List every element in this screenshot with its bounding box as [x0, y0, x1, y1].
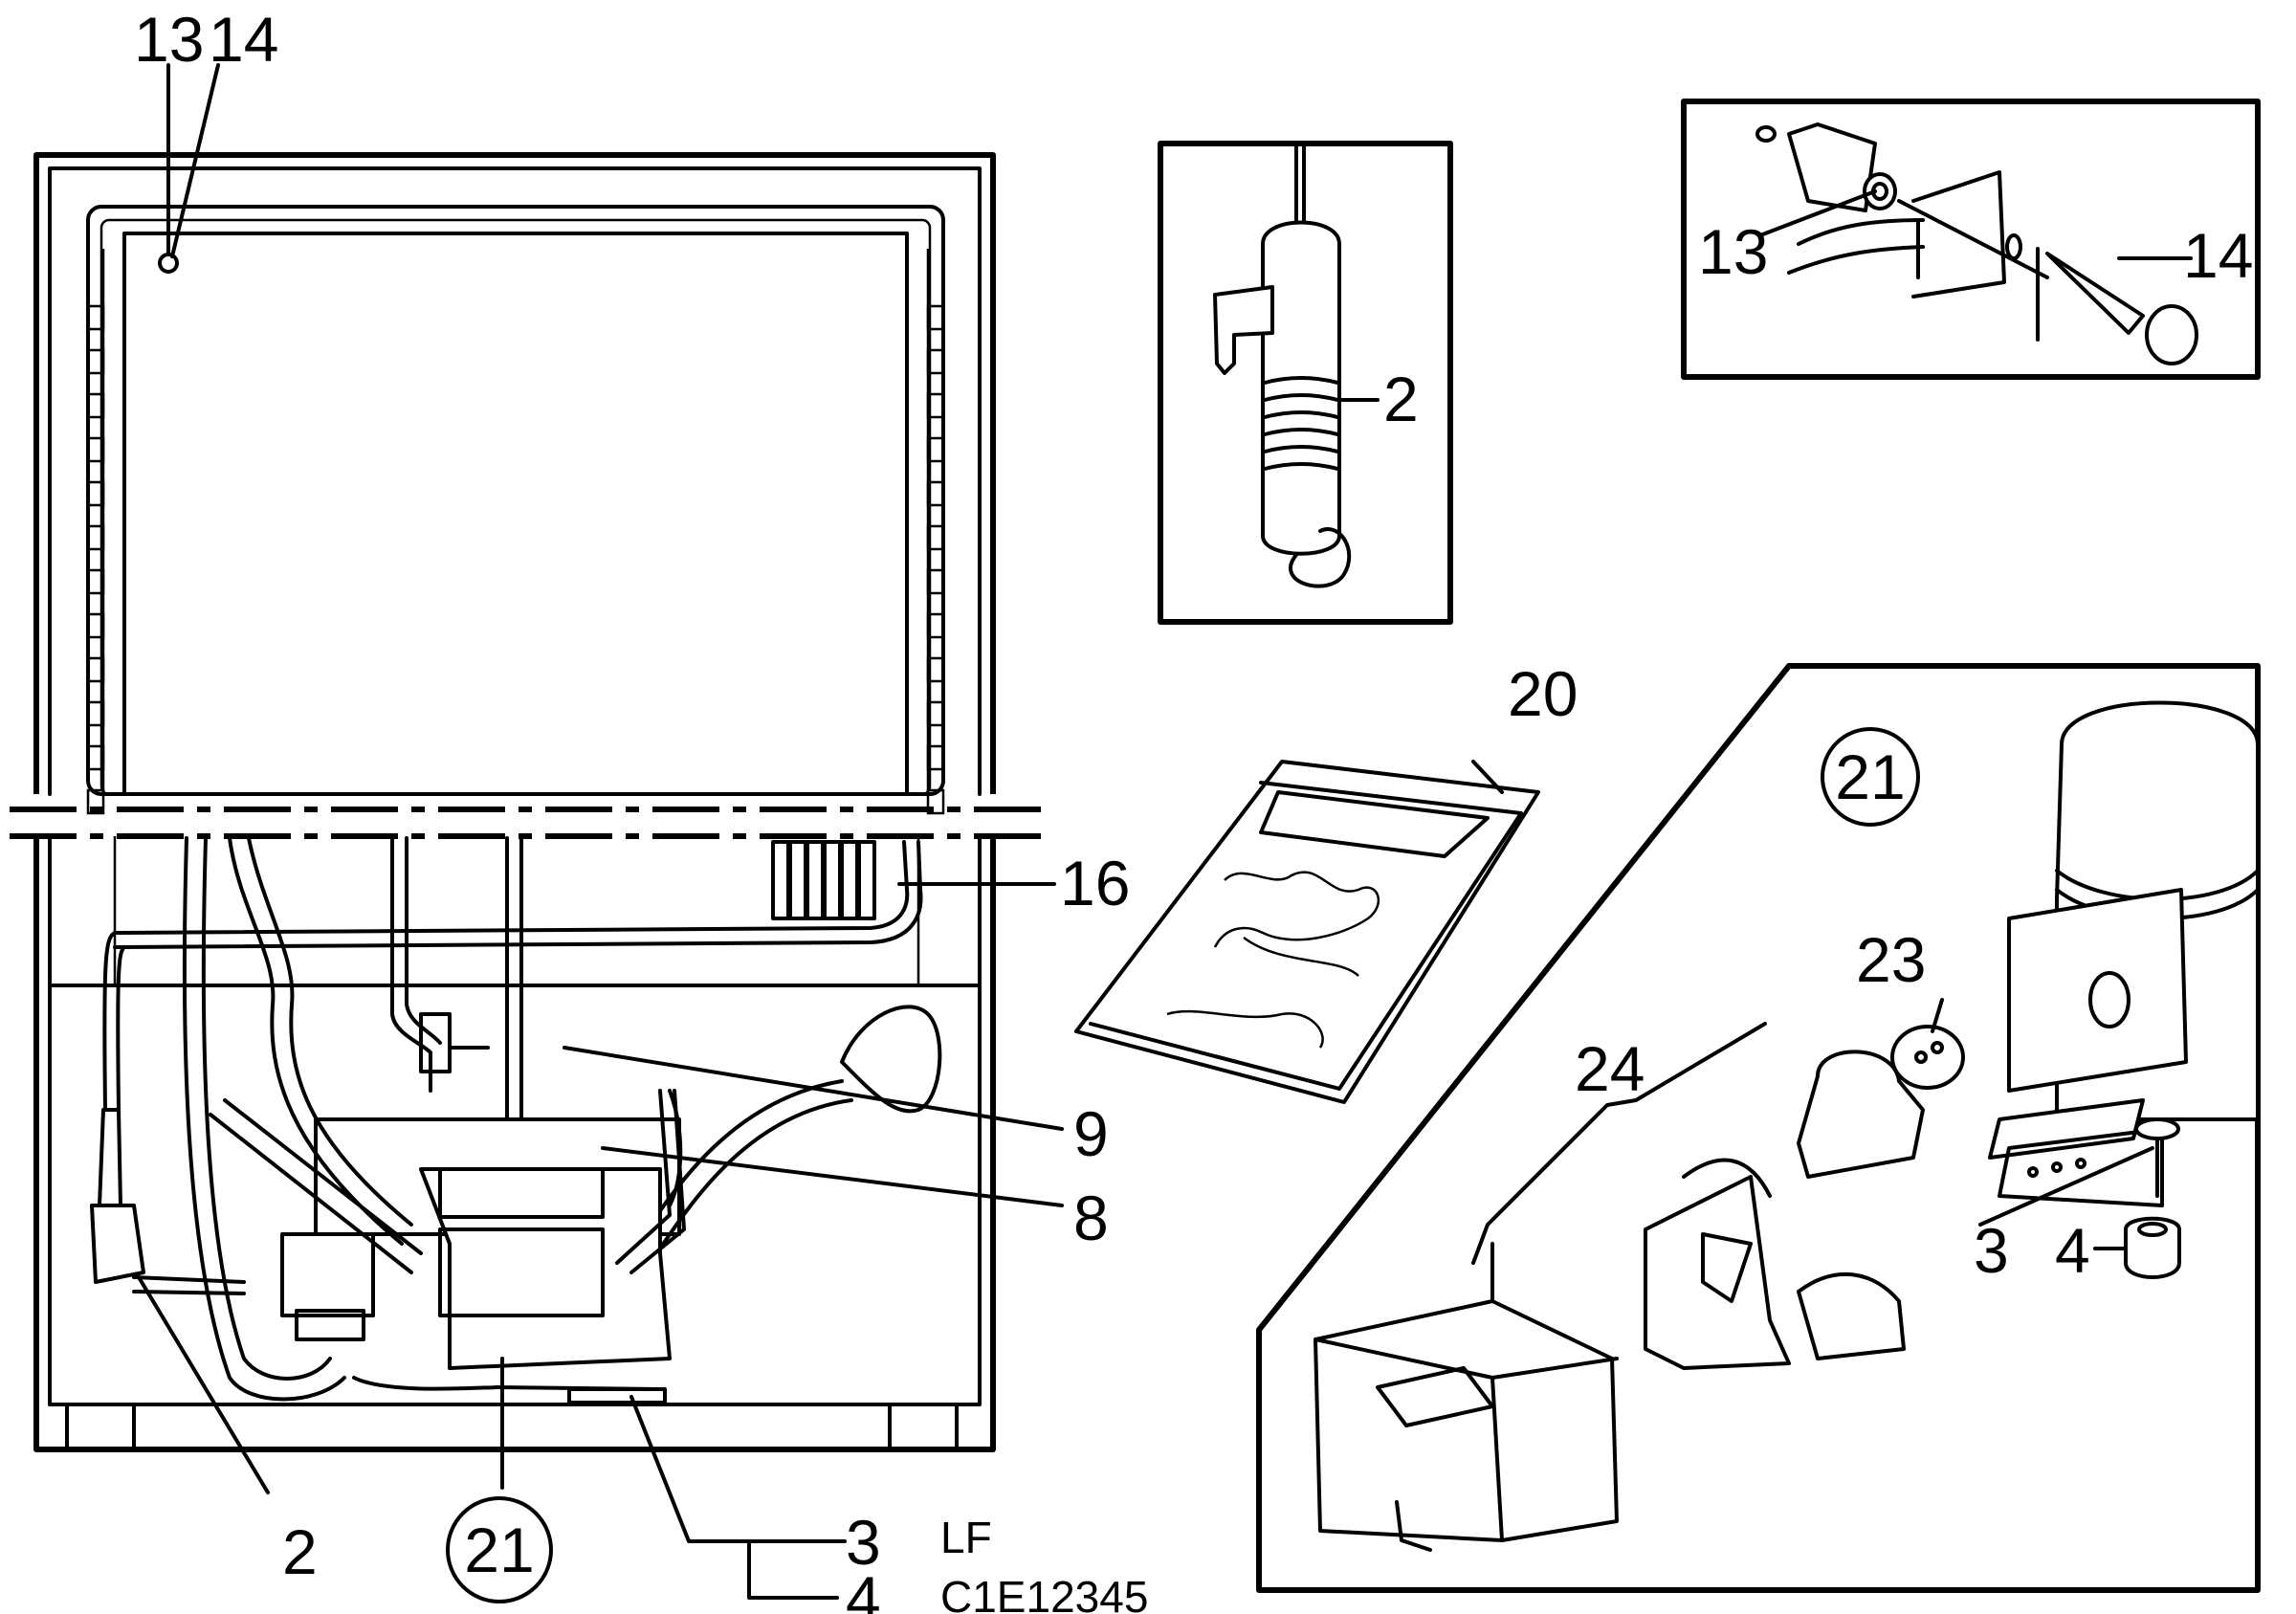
callout-2-thermostat: 2	[1383, 364, 1419, 434]
gasket-rung	[86, 480, 105, 507]
callout-21-kit-circle	[1821, 727, 1920, 827]
callout-3-kit: 3	[1974, 1215, 2009, 1286]
gasket-rung	[86, 348, 105, 375]
callout-labels: 13 14 2 13 14 20 16 9 8 21 23 24 3 4 2 2…	[134, 4, 2253, 1614]
gasket-rung	[926, 480, 945, 507]
gasket-rung	[86, 612, 105, 639]
callout-8: 8	[1073, 1183, 1109, 1253]
gasket-rung	[926, 744, 945, 771]
callout-4-kit: 4	[2055, 1215, 2090, 1286]
callout-21-kit: 21	[1835, 741, 1905, 812]
callout-20: 20	[1508, 658, 1578, 729]
leader-lines	[137, 63, 2193, 1600]
thermostat-detail	[1158, 141, 1453, 625]
callout-23: 23	[1856, 924, 1926, 995]
callout-14-lamp: 14	[2183, 220, 2253, 291]
callout-24: 24	[1575, 1033, 1645, 1104]
gasket-rung	[926, 656, 945, 683]
drawing-code: C1E12345	[940, 1572, 1148, 1614]
gasket-rung	[86, 524, 105, 551]
lamp-detail	[1681, 99, 2261, 380]
callout-13-top: 13	[134, 4, 204, 75]
callout-21-bottom: 21	[464, 1515, 534, 1585]
gasket-rung	[926, 612, 945, 639]
gasket-rung	[926, 568, 945, 595]
callout-16: 16	[1060, 848, 1130, 918]
gasket-rung	[926, 348, 945, 375]
gasket-rung	[86, 304, 105, 331]
instruction-card	[1074, 760, 1540, 1104]
cabinet-drawing	[10, 152, 1043, 1452]
callout-9: 9	[1073, 1098, 1109, 1169]
gasket-rung	[926, 524, 945, 551]
gasket-rung	[86, 436, 105, 463]
gasket-rung	[926, 788, 945, 815]
callout-14-top: 14	[209, 4, 278, 75]
callout-4-bottom: 4	[846, 1563, 881, 1614]
callout-2-bottom: 2	[282, 1516, 318, 1587]
gasket-rung	[86, 568, 105, 595]
callout-21-bottom-circle	[446, 1496, 553, 1603]
gasket-rung	[86, 744, 105, 771]
gasket-rung	[86, 700, 105, 727]
gasket-hatching	[86, 304, 945, 815]
gasket-rung	[926, 700, 945, 727]
gasket-rung	[86, 788, 105, 815]
callout-3-bottom: 3	[846, 1507, 881, 1578]
gasket-rung	[926, 436, 945, 463]
compressor-kit-panel	[1256, 663, 2261, 1593]
callout-13-lamp: 13	[1698, 216, 1768, 287]
gasket-rung	[926, 392, 945, 419]
gasket-rung	[86, 656, 105, 683]
variant-note: LF	[940, 1513, 992, 1562]
gasket-rung	[926, 304, 945, 331]
gasket-rung	[86, 392, 105, 419]
